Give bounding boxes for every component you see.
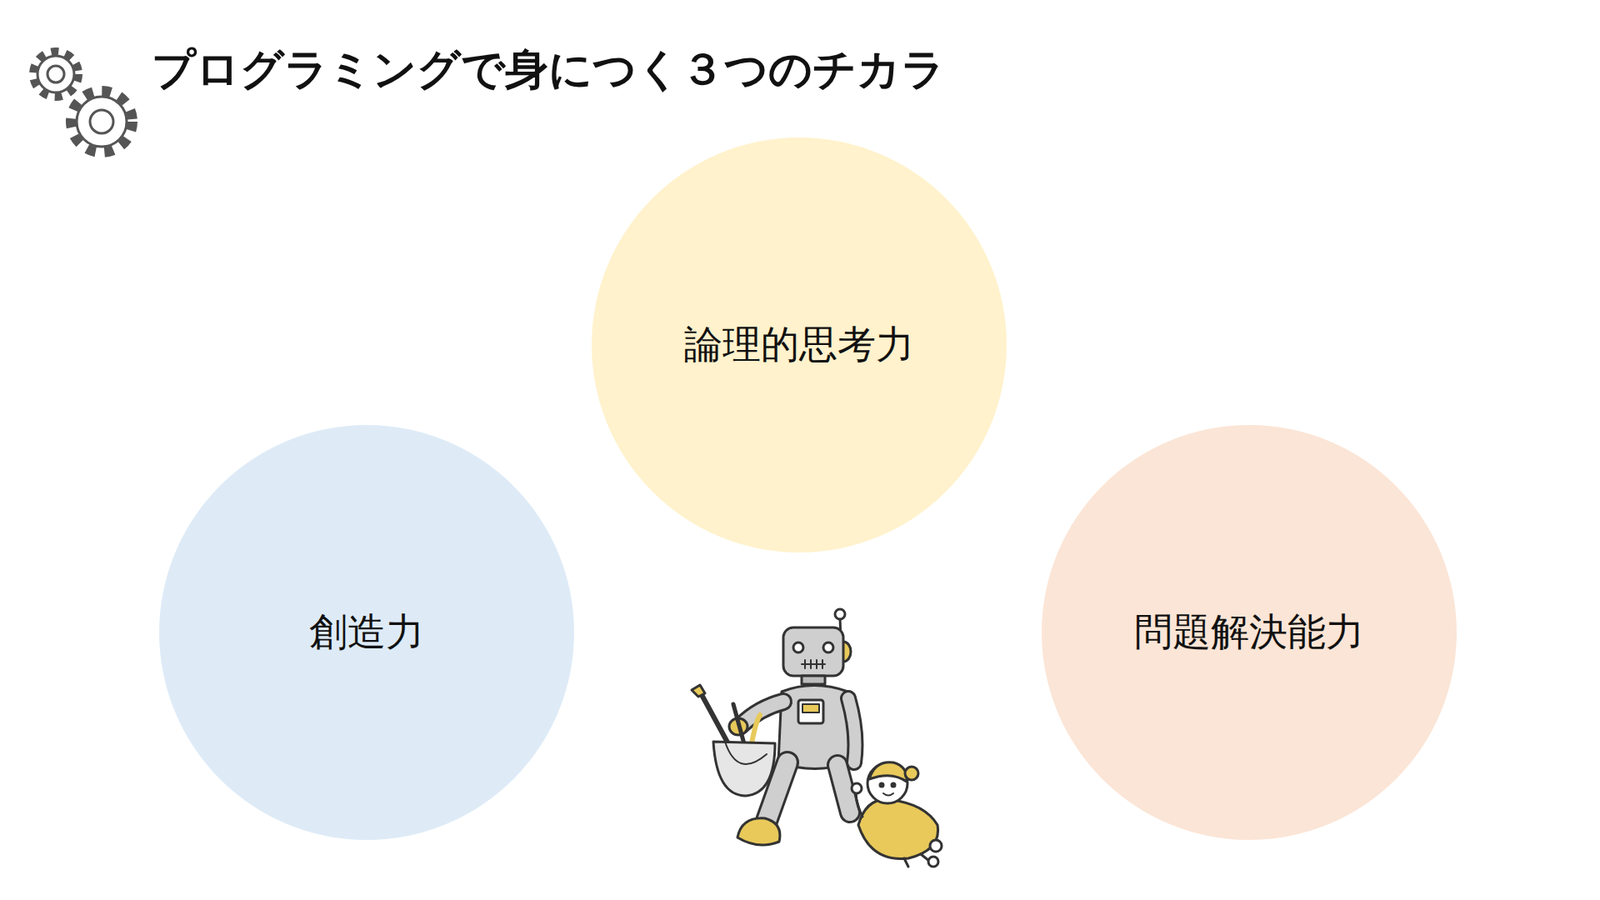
illustration-part bbox=[801, 675, 825, 685]
illustration-part bbox=[783, 627, 844, 676]
topic-label: 問題解決能力 bbox=[1134, 609, 1365, 655]
illustration-part bbox=[741, 701, 784, 725]
illustration-part bbox=[837, 765, 850, 813]
illustration-part bbox=[801, 660, 825, 669]
illustration-part bbox=[798, 700, 824, 724]
illustration-part bbox=[766, 762, 788, 821]
illustration-part bbox=[737, 818, 780, 845]
illustration-part bbox=[880, 783, 884, 787]
illustration-part bbox=[713, 741, 775, 796]
topic-circle: 問題解決能力 bbox=[1041, 425, 1457, 840]
topic-circle: 論理的思考力 bbox=[591, 137, 1007, 553]
illustration-part bbox=[76, 96, 127, 147]
gear-icon bbox=[33, 51, 133, 153]
illustration-part bbox=[90, 110, 114, 134]
illustration-part bbox=[848, 698, 855, 763]
illustration-part bbox=[691, 685, 705, 697]
illustration-part bbox=[858, 799, 939, 859]
circle-fill bbox=[1041, 425, 1457, 840]
illustration-part bbox=[823, 642, 834, 653]
illustration-part bbox=[725, 741, 767, 765]
illustration-part bbox=[869, 762, 907, 782]
illustration-part bbox=[848, 698, 855, 763]
illustration-part bbox=[835, 609, 845, 620]
illustration-part bbox=[70, 90, 133, 153]
illustration-part bbox=[883, 793, 894, 796]
circle-fill bbox=[159, 425, 575, 840]
illustration-part bbox=[928, 856, 939, 867]
topic-label: 論理的思考力 bbox=[684, 321, 915, 368]
page-title: プログラミングで身につく３つのチカラ bbox=[151, 43, 945, 95]
illustration-part bbox=[891, 783, 895, 787]
illustration-part bbox=[837, 765, 850, 813]
illustration-part bbox=[851, 783, 862, 794]
illustration-part bbox=[905, 766, 919, 780]
illustration-part bbox=[37, 55, 75, 93]
circle-fill bbox=[591, 137, 1007, 553]
illustration-part bbox=[904, 854, 930, 867]
illustration-part bbox=[766, 762, 788, 821]
illustration-part bbox=[47, 65, 65, 83]
illustration-part bbox=[741, 701, 784, 725]
illustration-part bbox=[802, 704, 820, 713]
illustration-part bbox=[793, 642, 804, 653]
illustration-part bbox=[33, 51, 79, 97]
topic-circle: 創造力 bbox=[159, 425, 575, 840]
illustration-part bbox=[930, 840, 942, 852]
topic-label: 創造力 bbox=[309, 609, 425, 655]
robot-child-illustration bbox=[691, 609, 942, 867]
